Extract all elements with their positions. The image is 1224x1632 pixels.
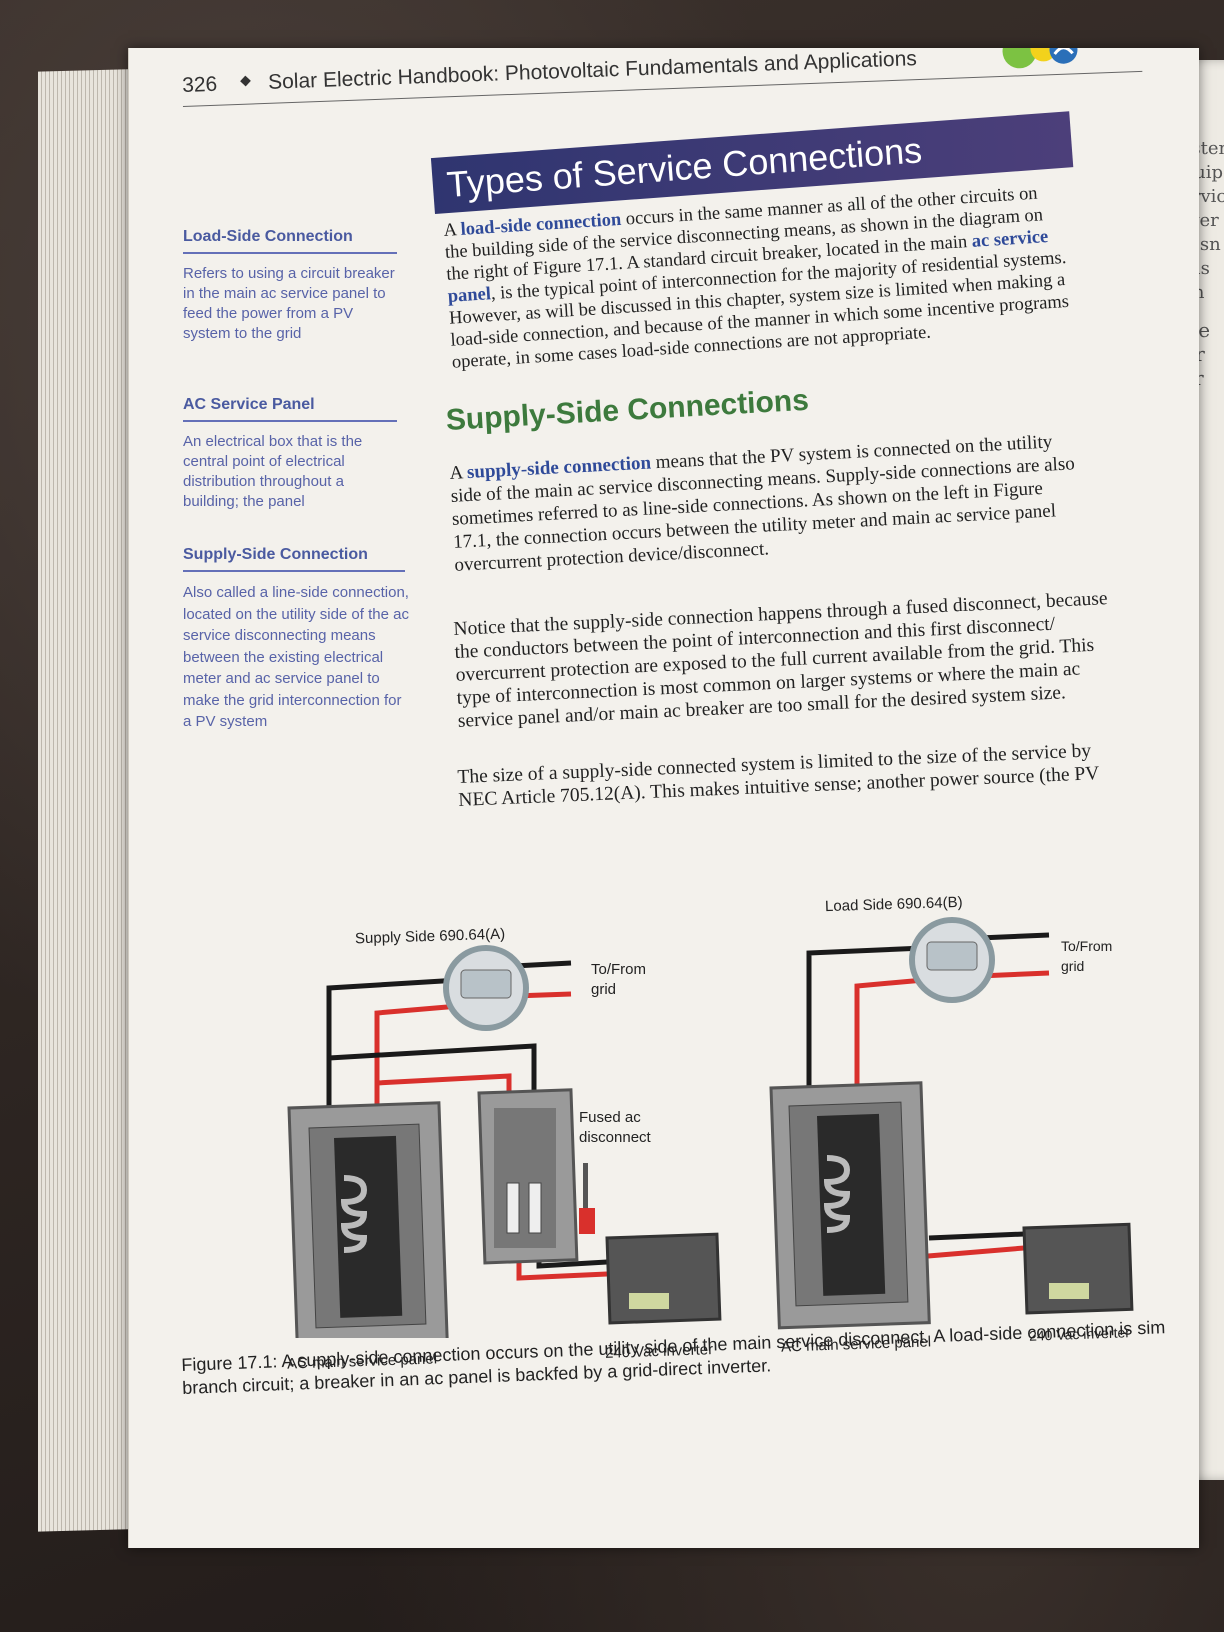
subheading: Supply-Side Connections: [445, 383, 810, 437]
definition-term: Load-Side Connection: [183, 228, 397, 254]
ac-main-service-panel-right: [769, 1081, 931, 1330]
paragraph-size-limit: The size of a supply-side connected syst…: [457, 739, 1100, 812]
definition-text: Refers to using a circuit breaker in the…: [183, 265, 395, 342]
book-page: 326 ◆ Solar Electric Handbook: Photovolt…: [128, 48, 1199, 1548]
book-title: Solar Electric Handbook: Photovoltaic Fu…: [267, 48, 918, 94]
sidebar-definition: AC Service Panel An electrical box that …: [183, 396, 397, 512]
definition-text: An electrical box that is the central po…: [183, 433, 363, 510]
figure-17-1-diagram: Supply Side 690.64(A) Load Side 690.64(B…: [259, 838, 1139, 1373]
utility-meter-left: [443, 945, 529, 1031]
text-run: A: [443, 219, 462, 241]
grid-label-left: To/From grid: [591, 961, 647, 998]
sidebar-definition: Supply-Side Connection Also called a lin…: [183, 546, 411, 733]
inverter-left: [605, 1232, 722, 1325]
publisher-logo-icon: [1002, 48, 1078, 69]
page-number: 326: [181, 72, 218, 98]
sidebar-definition: Load-Side Connection Refers to using a c…: [183, 228, 397, 344]
key-term: panel: [447, 284, 492, 307]
grid-label-right: To/From grid: [1061, 938, 1113, 974]
utility-meter-right: [909, 917, 995, 1003]
text-run: A: [449, 462, 468, 484]
definition-text: Also called a line-side connection, loca…: [183, 584, 409, 730]
running-header: 326 ◆ Solar Electric Handbook: Photovolt…: [181, 48, 1143, 107]
paragraph-load-side: A load-side connection occurs in the sam…: [443, 181, 1071, 374]
fused-ac-disconnect: [477, 1088, 595, 1265]
definition-term: AC Service Panel: [183, 396, 397, 422]
paragraph-fused-disconnect: Notice that the supply-side connection h…: [453, 587, 1112, 733]
wiring-diagram-icon: [287, 917, 1134, 1355]
paragraph-supply-side: A supply-side connection means that the …: [449, 429, 1079, 577]
inverter-right: [1022, 1222, 1134, 1315]
definition-term: Supply-Side Connection: [183, 546, 405, 572]
fused-disconnect-label: Fused ac disconnect: [579, 1109, 651, 1146]
header-separator: ◆: [239, 71, 252, 88]
ac-main-service-panel-left: [287, 1101, 450, 1355]
